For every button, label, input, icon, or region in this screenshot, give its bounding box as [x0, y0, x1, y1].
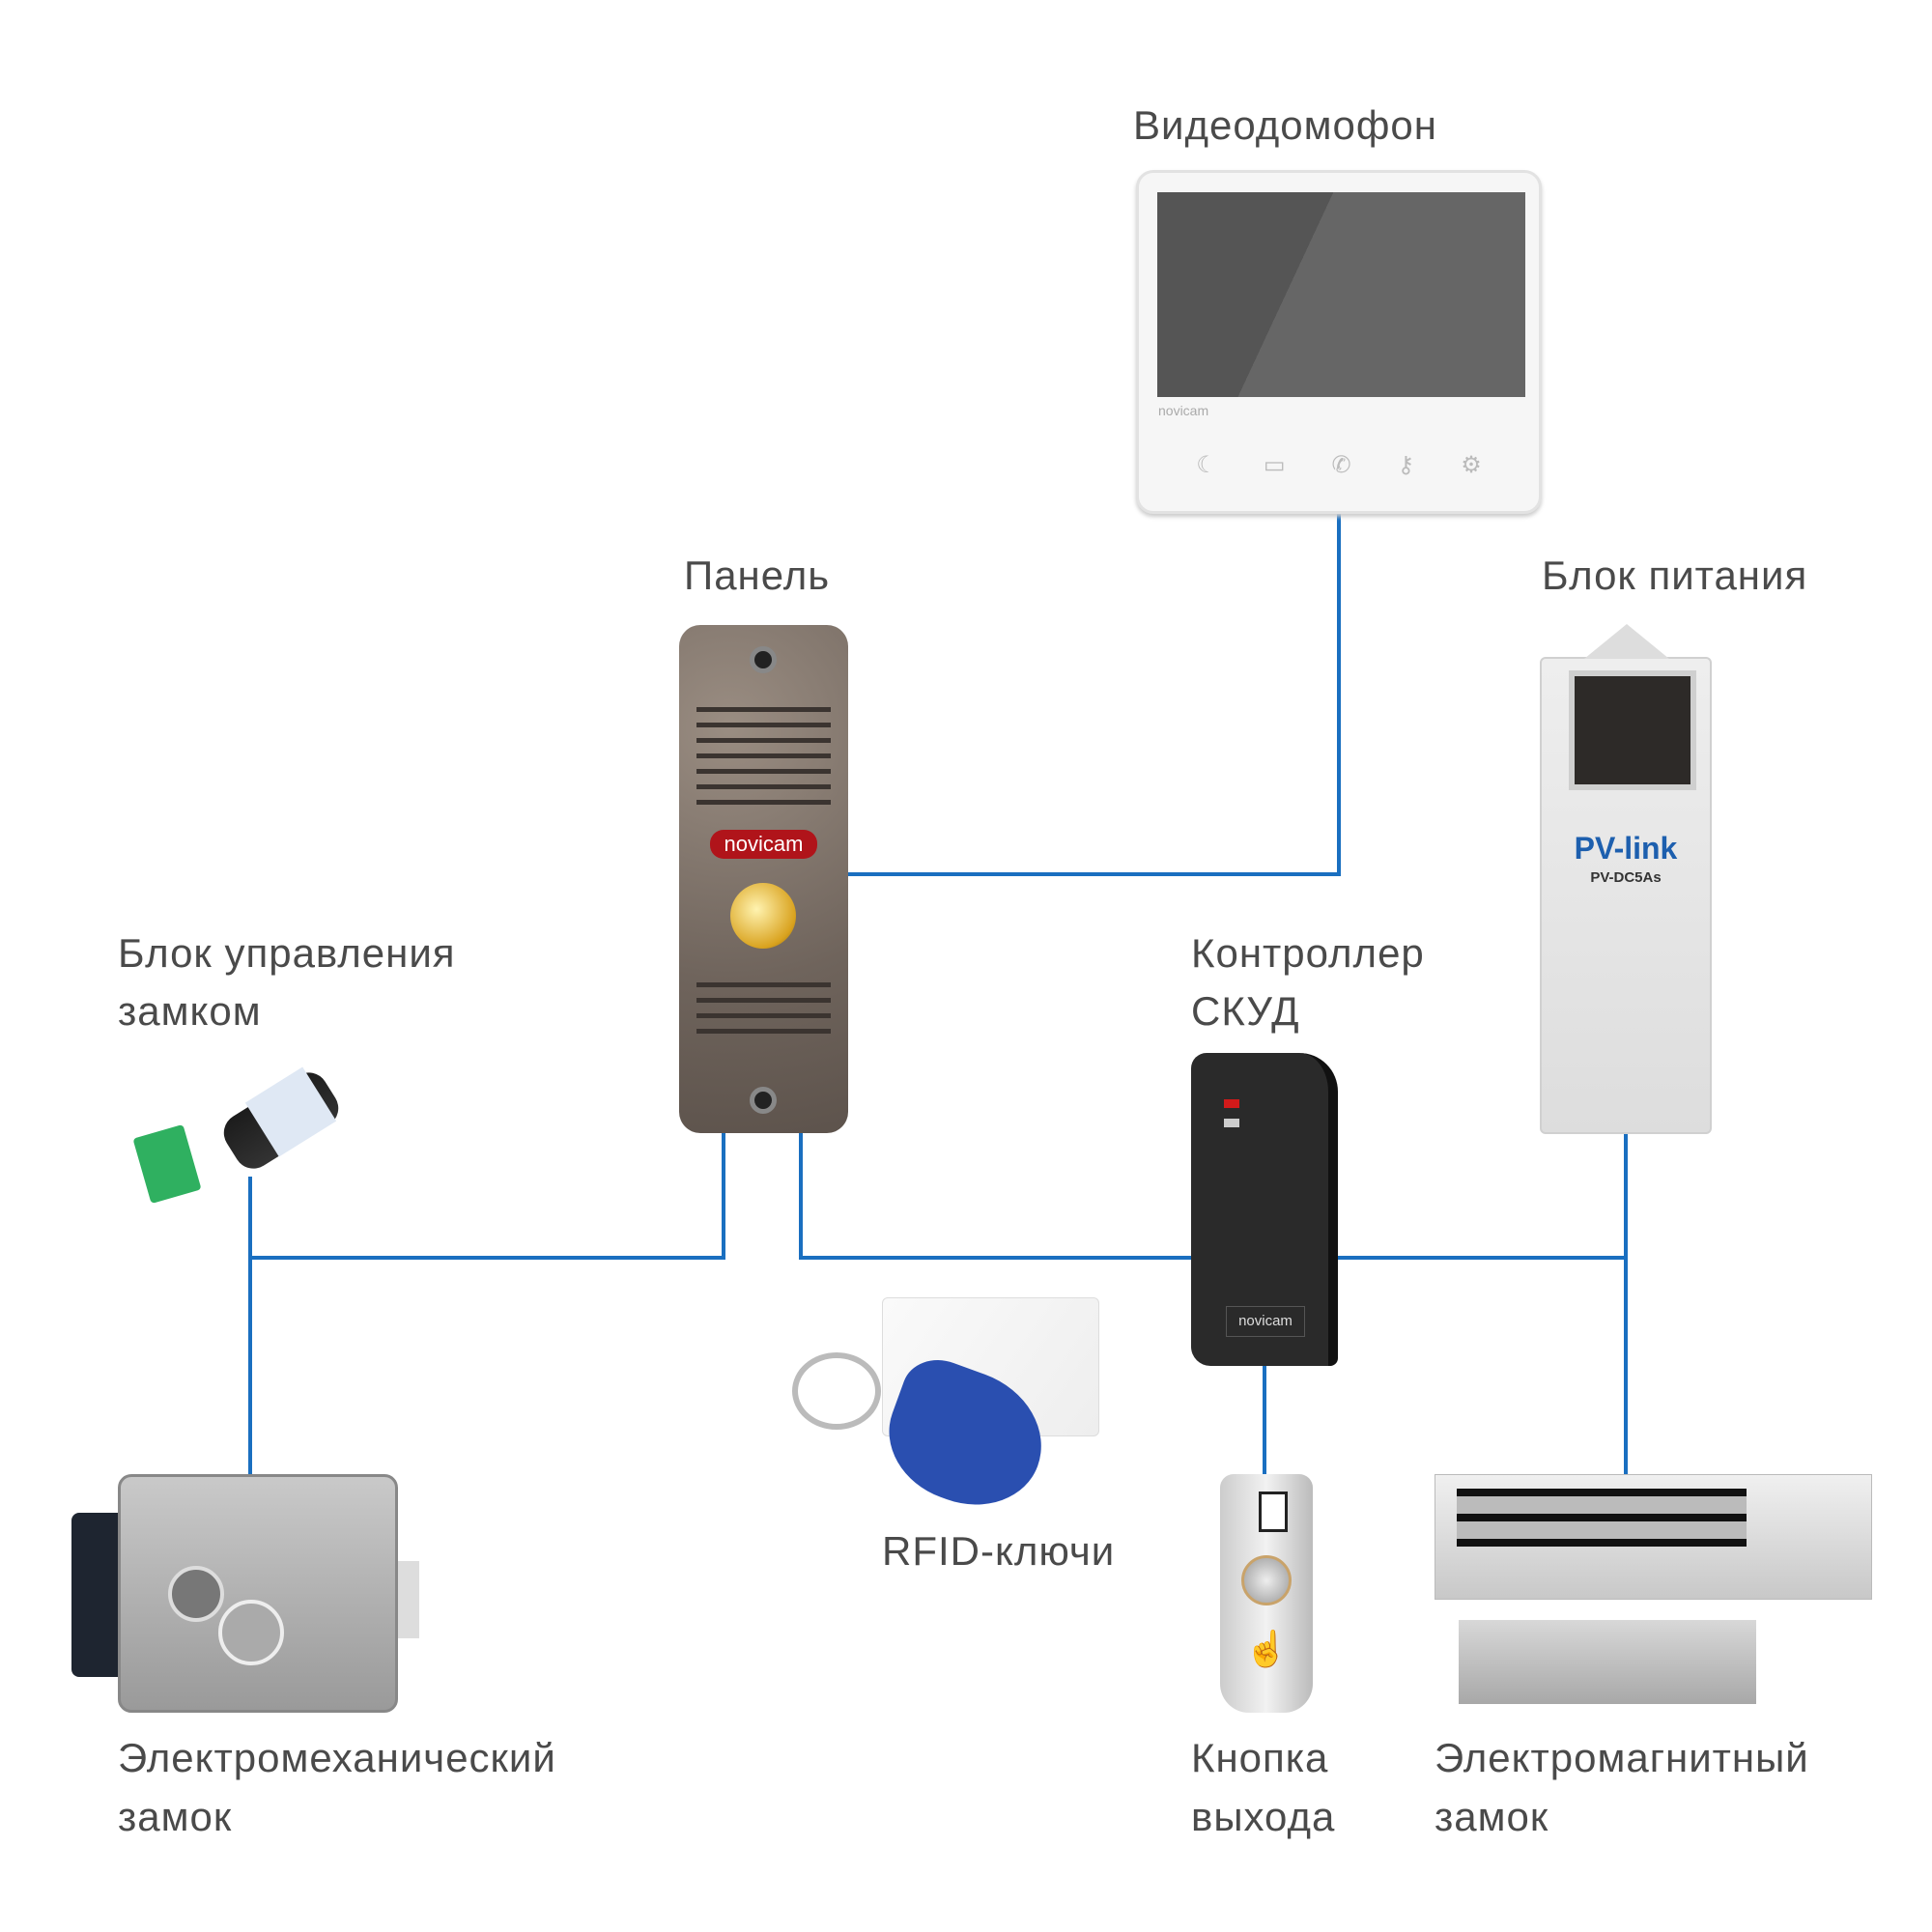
photo-icon[interactable]: ▭	[1263, 452, 1286, 478]
key-icon[interactable]: ⚷	[1397, 452, 1415, 478]
label-rfid: RFID-ключи	[882, 1528, 1116, 1574]
monitor-brand: novicam	[1158, 403, 1209, 418]
door-panel: novicam	[679, 625, 848, 1133]
phone-icon[interactable]: ✆	[1331, 452, 1351, 478]
label-panel: Панель	[684, 553, 831, 598]
psu-hanger	[1584, 624, 1669, 659]
panel-speaker-grille	[696, 707, 831, 813]
door-icon	[1259, 1492, 1288, 1532]
hand-icon: ☝	[1244, 1629, 1289, 1668]
label-emech-lock-line1: Электромеханический	[118, 1735, 556, 1780]
label-emech-lock-line2: замок	[118, 1794, 233, 1839]
label-acs-controller-line2: СКУД	[1191, 988, 1300, 1034]
electromagnetic-lock	[1435, 1474, 1872, 1600]
magnetic-armature-plate	[1459, 1620, 1756, 1704]
status-led-white	[1224, 1119, 1239, 1127]
label-intercom: Видеодомофон	[1133, 102, 1437, 148]
label-emag-lock-line2: замок	[1435, 1794, 1549, 1839]
panel-screw-bottom	[750, 1087, 777, 1114]
label-exit-button-line2: выхода	[1191, 1794, 1336, 1839]
gear-icon[interactable]: ⚙	[1461, 452, 1482, 478]
panel-screw-top	[750, 646, 777, 673]
moon-icon[interactable]: ☾	[1196, 452, 1217, 478]
label-lock-controller-line2: замком	[118, 988, 262, 1034]
lock-release-button	[168, 1566, 224, 1622]
acs-controller-reader: novicam	[1191, 1053, 1338, 1366]
push-button[interactable]	[1241, 1555, 1292, 1605]
label-emag-lock-line1: Электромагнитный	[1435, 1735, 1809, 1780]
reader-brand: novicam	[1226, 1306, 1305, 1337]
power-supply: PV-link PV-DC5As	[1540, 657, 1712, 1134]
panel-brand-badge: novicam	[710, 830, 817, 859]
rfid-key-ring	[792, 1352, 881, 1430]
panel-lower-grille	[696, 982, 831, 1040]
monitor-screen	[1157, 192, 1525, 397]
terminal-connector	[132, 1123, 202, 1205]
wire-panel-lockctrl	[250, 1133, 725, 1260]
lock-control-module	[132, 1053, 353, 1208]
keyhole-icon	[218, 1600, 284, 1665]
label-lock-controller-line1: Блок управления	[118, 930, 456, 976]
call-button[interactable]	[730, 883, 796, 949]
label-exit-button-line1: Кнопка	[1191, 1735, 1329, 1780]
wire-panel-acs	[799, 1133, 1191, 1260]
label-power-supply: Блок питания	[1542, 553, 1808, 598]
psu-brand: PV-link	[1574, 831, 1678, 866]
psu-model: PV-DC5As	[1590, 869, 1662, 886]
label-acs-controller-line1: Контроллер	[1191, 930, 1425, 976]
wire-monitor-panel	[848, 514, 1341, 876]
psu-terminal-block	[1569, 670, 1696, 790]
video-intercom-monitor: novicam ☾ ▭ ✆ ⚷ ⚙	[1136, 170, 1542, 514]
electromechanical-lock	[71, 1474, 427, 1713]
status-led-red	[1224, 1099, 1239, 1108]
exit-button: ☝	[1220, 1474, 1313, 1713]
